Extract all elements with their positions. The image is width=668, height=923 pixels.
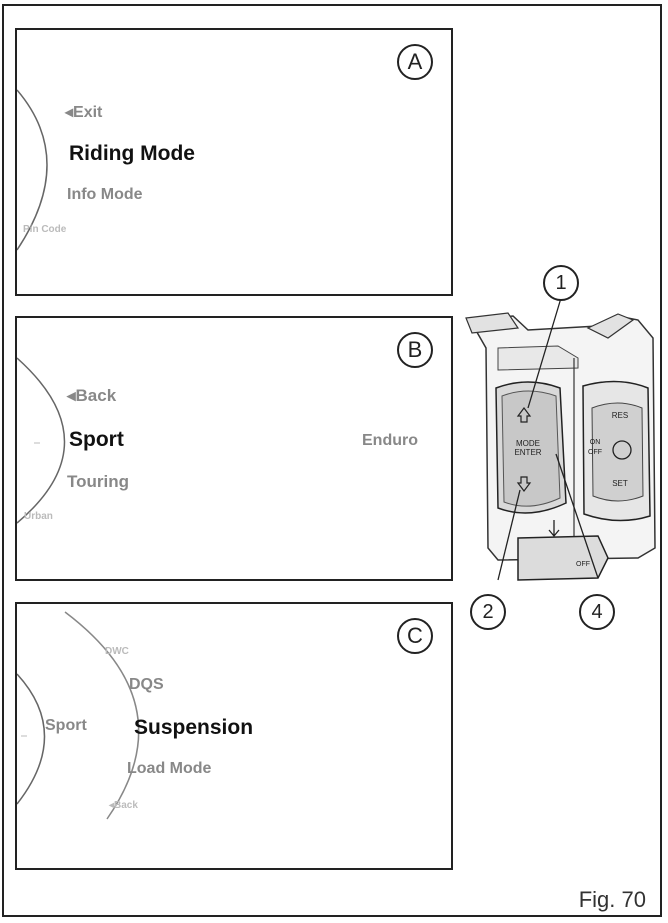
callout-2: 2 (470, 594, 506, 630)
on-label: ON (590, 439, 601, 446)
menu-item-urban[interactable]: Urban (24, 511, 53, 522)
panel-a-badge: A (397, 44, 433, 80)
callout-1: 1 (543, 265, 579, 301)
handlebar-switch-drawing: MODE ENTER RES SET ON OFF OFF (465, 297, 656, 581)
panel-c-settings-menu: DWC DQS Sport Suspension Load Mode ◂Back… (15, 602, 453, 870)
panel-b-riding-mode-menu: ◂Back Sport Touring Urban Enduro B (15, 316, 453, 581)
set-label: SET (612, 479, 628, 488)
panel-a-main-menu: ◂Exit Riding Mode Info Mode Pin Code A (15, 28, 453, 296)
menu-item-back[interactable]: ◂Back (109, 800, 138, 811)
menu-wheel-arc (17, 357, 66, 524)
off-label: OFF (588, 449, 602, 456)
menu-item-sport[interactable]: Sport (45, 717, 87, 734)
menu-item-touring[interactable]: Touring (67, 472, 129, 491)
menu-item-back[interactable]: ◂Back (67, 386, 117, 405)
up-arrow-icon (516, 407, 532, 423)
enter-label: ENTER (514, 448, 541, 457)
menu-item-enduro[interactable]: Enduro (362, 432, 418, 449)
res-label: RES (612, 411, 628, 420)
menu-item-suspension[interactable]: Suspension (134, 716, 254, 739)
menu-item-load-mode[interactable]: Load Mode (127, 760, 212, 777)
menu-item-dqs[interactable]: DQS (129, 676, 164, 693)
menu-wheel-arc (17, 611, 140, 820)
off-bottom-label: OFF (576, 561, 590, 568)
callout-4: 4 (579, 594, 615, 630)
menu-item-riding-mode[interactable]: Riding Mode (69, 142, 195, 165)
panel-b-badge: B (397, 332, 433, 368)
menu-item-info-mode[interactable]: Info Mode (67, 186, 143, 203)
menu-item-pin-code[interactable]: Pin Code (23, 224, 67, 235)
cruise-icon (612, 440, 632, 460)
menu-wheel-arc (17, 89, 48, 251)
down-arrow-icon (516, 476, 532, 492)
menu-item-exit[interactable]: ◂Exit (65, 104, 103, 121)
panel-c-badge: C (397, 618, 433, 654)
menu-item-dwc[interactable]: DWC (105, 646, 129, 657)
mode-label: MODE (516, 439, 540, 448)
bottom-off-switch (517, 535, 609, 581)
figure-caption: Fig. 70 (578, 887, 646, 912)
menu-item-sport[interactable]: Sport (69, 428, 124, 451)
